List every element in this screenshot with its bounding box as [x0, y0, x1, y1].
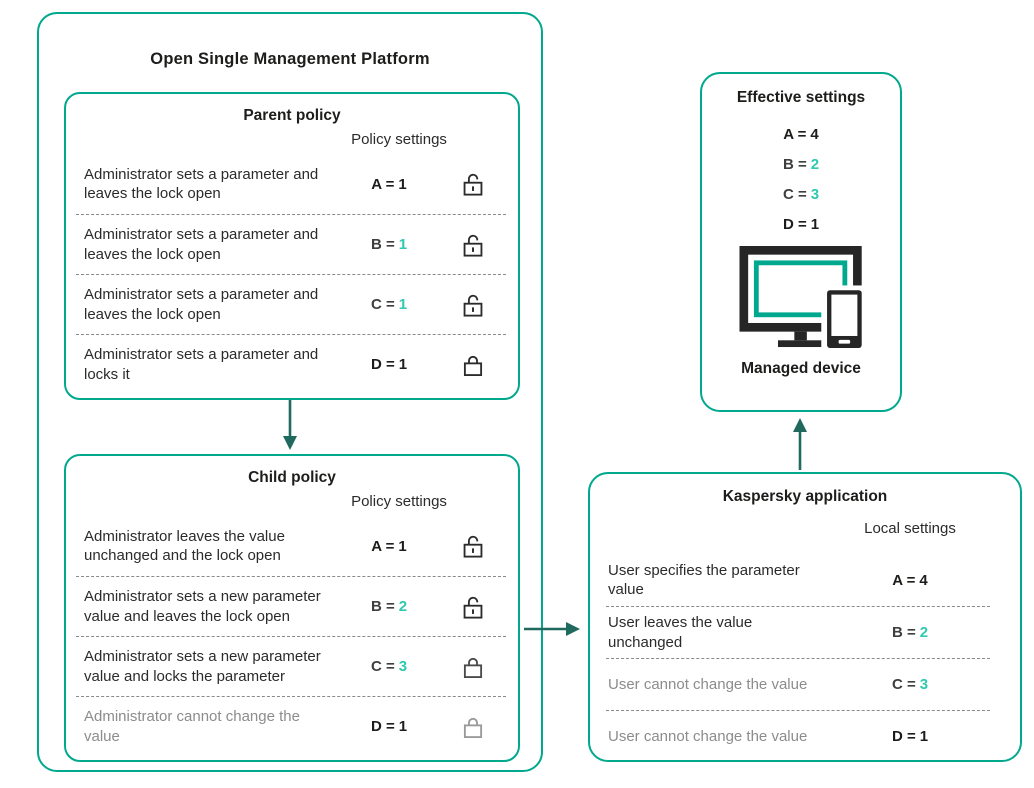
kaspersky-rows: User specifies the parameter value A =4 …	[606, 554, 990, 762]
effective-values: A =4 B =2 C =3 D =1	[702, 120, 900, 240]
policy-row: Administrator cannot change the value D …	[76, 696, 506, 756]
local-setting-row: User cannot change the value C =3	[606, 658, 990, 710]
kaspersky-application-title: Kaspersky application	[722, 488, 888, 505]
effective-value: B =2	[782, 156, 820, 173]
child-policy-box: Child policy Policy settings Administrat…	[64, 454, 520, 762]
row-description: Administrator sets a parameter and locks…	[84, 346, 319, 383]
managed-device-icon	[739, 246, 867, 348]
parameter-value: A =1	[371, 537, 407, 555]
parameter-value: D =1	[370, 356, 408, 373]
parent-to-child-arrow-icon	[283, 400, 297, 450]
local-setting-row: User cannot change the value D =1	[606, 710, 990, 762]
closed-lock-icon	[440, 352, 506, 378]
parameter-value: C =1	[370, 296, 408, 313]
parameter-value: A =4	[892, 571, 928, 589]
row-description: Administrator sets a parameter and leave…	[84, 165, 319, 202]
effective-value: D =1	[782, 216, 820, 233]
parent-policy-box: Parent policy Policy settings Administra…	[64, 92, 520, 400]
policy-row: Administrator sets a parameter and locks…	[76, 334, 506, 394]
closed-lock-icon	[440, 654, 506, 680]
row-description: User specifies the parameter value	[608, 561, 800, 598]
policy-row: Administrator sets a parameter and leave…	[76, 154, 506, 214]
platform-title: Open Single Management Platform	[150, 50, 430, 68]
row-description: Administrator leaves the value unchanged…	[84, 527, 285, 564]
parameter-value: B =2	[891, 624, 929, 641]
row-description: Administrator sets a parameter and leave…	[84, 226, 319, 263]
policy-row: Administrator sets a new parameter value…	[76, 576, 506, 636]
parameter-value: D =1	[891, 728, 929, 745]
policy-row: Administrator sets a parameter and leave…	[76, 274, 506, 334]
row-description: User leaves the value unchanged	[608, 614, 753, 651]
row-description: User cannot change the value	[608, 727, 808, 745]
parameter-value: A =1	[371, 175, 407, 193]
policy-to-application-arrow-icon	[524, 622, 580, 636]
row-description: User cannot change the value	[608, 675, 808, 693]
open-lock-icon	[440, 292, 506, 318]
row-description: Administrator sets a new parameter value…	[84, 588, 321, 625]
row-description: Administrator sets a parameter and leave…	[84, 286, 319, 323]
parent-policy-title: Parent policy	[243, 107, 341, 124]
effective-value: A =4	[783, 126, 819, 143]
effective-settings-box: Effective settings A =4 B =2 C =3 D =1 M…	[700, 72, 902, 412]
kaspersky-application-box: Kaspersky application Local settings Use…	[588, 472, 1022, 762]
parameter-value: D =1	[370, 718, 408, 735]
parent-policy-rows: Administrator sets a parameter and leave…	[76, 154, 506, 394]
child-policy-rows: Administrator leaves the value unchanged…	[76, 516, 506, 756]
local-setting-row: User specifies the parameter value A =4	[606, 554, 990, 606]
parameter-value: C =3	[891, 676, 929, 693]
effective-value: C =3	[782, 186, 820, 203]
managed-device-label: Managed device	[741, 360, 861, 377]
open-lock-icon	[440, 533, 506, 559]
row-description: Administrator sets a new parameter value…	[84, 648, 321, 685]
application-to-device-arrow-icon	[793, 418, 807, 470]
child-policy-title: Child policy	[248, 469, 336, 486]
policy-row: Administrator leaves the value unchanged…	[76, 516, 506, 576]
open-lock-icon	[440, 232, 506, 258]
local-setting-row: User leaves the value unchanged B =2	[606, 606, 990, 658]
open-single-management-platform-box: Open Single Management Platform Parent p…	[37, 12, 543, 772]
open-lock-icon	[440, 594, 506, 620]
local-settings-header: Local settings	[864, 520, 956, 537]
policy-row: Administrator sets a parameter and leave…	[76, 214, 506, 274]
parameter-value: C =3	[370, 658, 408, 675]
row-description: Administrator cannot change the value	[84, 708, 300, 745]
policy-row: Administrator sets a new parameter value…	[76, 636, 506, 696]
parameter-value: B =2	[370, 598, 408, 615]
closed-lock-icon	[440, 714, 506, 740]
open-lock-icon	[440, 171, 506, 197]
child-policy-settings-header: Policy settings	[351, 493, 447, 510]
parameter-value: B =1	[370, 236, 408, 253]
effective-settings-title: Effective settings	[736, 89, 866, 106]
parent-policy-settings-header: Policy settings	[351, 131, 447, 148]
